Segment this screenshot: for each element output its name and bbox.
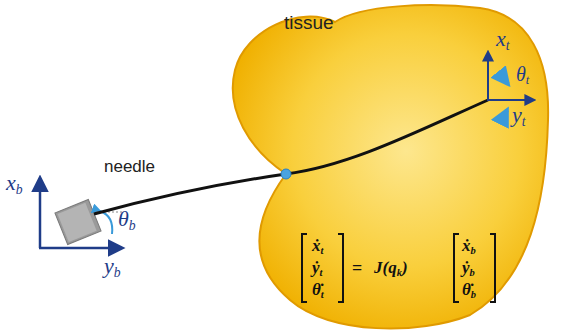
matrix-entry: ẏb — [462, 259, 475, 278]
matrix-entry: ẋt — [312, 237, 323, 256]
axis-label: xt — [496, 28, 510, 52]
equals-sign: = — [352, 259, 362, 277]
x-axis-tip — [487, 52, 489, 100]
y-axis-base — [39, 247, 122, 250]
x-axis-base — [39, 178, 42, 248]
theta-b-arc — [100, 211, 112, 234]
tissue-region: tissue — [212, 3, 552, 333]
theta-t-arrow — [500, 110, 507, 124]
insertion-point — [281, 169, 291, 179]
matrix-entry: ẏt — [312, 259, 322, 278]
matrix-brackets — [302, 234, 495, 302]
angle-label: θt — [516, 64, 529, 87]
axis-label: yt — [512, 104, 526, 128]
region-label: tissue — [284, 13, 334, 32]
tissue-outline — [212, 3, 552, 333]
jacobian: J(qk) — [374, 259, 408, 278]
angle-label: θb — [118, 208, 136, 232]
part-label: needle — [104, 158, 155, 175]
theta-t-arrow — [500, 74, 508, 84]
matrix-entry: θ̇b — [462, 281, 476, 300]
needle-base — [55, 199, 101, 244]
matrix-entry: θ̇t — [312, 281, 324, 300]
axis-label: xb — [6, 172, 23, 196]
axis-label: yb — [104, 255, 121, 279]
needle — [94, 100, 488, 214]
y-axis-tip — [487, 99, 534, 101]
matrix-entry: ẋb — [462, 237, 476, 256]
